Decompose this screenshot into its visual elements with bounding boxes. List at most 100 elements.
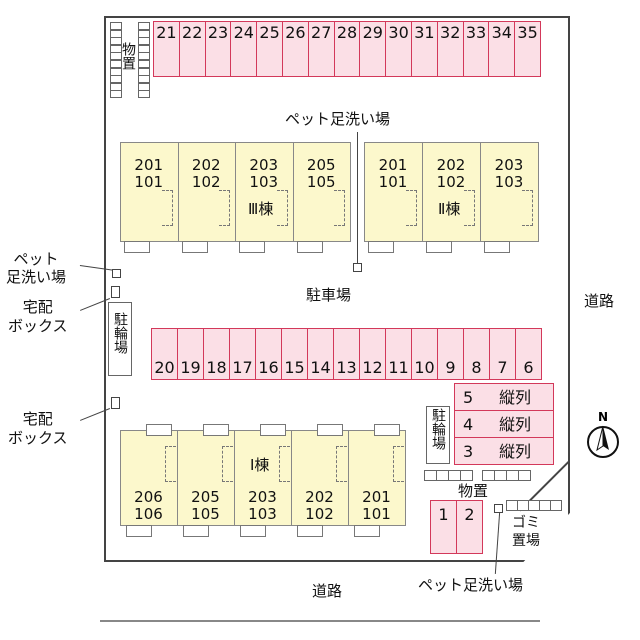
- parking-space-number: 30: [388, 23, 409, 42]
- unit-door: [334, 190, 345, 226]
- storage-cell: [138, 67, 150, 76]
- unit-door: [393, 446, 404, 482]
- parking-space: 1: [430, 500, 457, 554]
- unit-step: [354, 525, 380, 537]
- storage-cell: [138, 60, 150, 68]
- storage-cell: [110, 75, 122, 84]
- unit-step: [368, 241, 394, 253]
- parking-space: 23: [204, 21, 232, 77]
- parking-space-tandem: 5 縦列: [454, 383, 554, 411]
- bike-parking-right: [426, 406, 450, 464]
- unit-step: [317, 424, 343, 436]
- unit-number-upper: 203: [249, 156, 279, 174]
- building-3-name: Ⅲ棟: [248, 200, 274, 218]
- storage-cell: [110, 82, 122, 91]
- parking-area-label: 駐車場: [306, 286, 352, 304]
- parking-space-number: 13: [336, 358, 357, 377]
- storage-cell: [110, 67, 122, 76]
- unit-number-upper: 203: [248, 488, 277, 506]
- parking-space-number: 17: [232, 358, 253, 377]
- parking-space-number: 15: [284, 358, 305, 377]
- tandem-number: 4: [463, 415, 474, 434]
- bike-parking-right-label: 駐輪場: [430, 408, 446, 450]
- unit-number-lower: 101: [378, 173, 408, 191]
- north-label: N: [598, 410, 608, 424]
- parking-space: 29: [359, 21, 387, 77]
- parking-space-number: 34: [491, 23, 512, 42]
- parking-space: 17: [229, 328, 256, 380]
- unit-step: [374, 424, 400, 436]
- storage-cell: [110, 44, 122, 53]
- parking-space-number: 28: [336, 23, 358, 42]
- unit-number-lower: 105: [306, 173, 336, 191]
- parking-space: 31: [411, 21, 438, 77]
- storage-cell: [110, 22, 122, 30]
- storage-cell: [110, 37, 122, 46]
- parking-space: 10: [411, 328, 438, 380]
- parking-space: 21: [153, 21, 180, 77]
- parking-space-number: 26: [285, 23, 306, 42]
- pet-wash-top-label: ペット足洗い場: [285, 110, 391, 128]
- parking-space-number: 16: [258, 358, 279, 377]
- parking-space: 32: [436, 21, 464, 77]
- parking-space-number: 14: [310, 358, 331, 377]
- parking-space: 22: [178, 21, 206, 77]
- unit-door: [222, 446, 233, 482]
- parking-space: 28: [333, 21, 361, 77]
- delivery-box-1-label: 宅配 ボックス: [8, 298, 68, 335]
- unit-step: [203, 424, 229, 436]
- unit-number-lower: 101: [362, 505, 391, 523]
- parking-space-number: 27: [311, 23, 332, 42]
- parking-space: 2: [456, 500, 483, 554]
- pet-wash-left-label: ペット 足洗い場: [6, 250, 67, 286]
- delivery-box-2-marker: [111, 397, 120, 409]
- unit-step: [297, 525, 323, 537]
- parking-space-number: 29: [362, 23, 383, 42]
- parking-space: 33: [462, 21, 490, 77]
- parking-space-tandem: 4 縦列: [454, 410, 554, 438]
- parking-space-number: 22: [182, 23, 203, 42]
- unit-step: [126, 525, 152, 537]
- tandem-text: 縦列: [499, 442, 532, 461]
- unit-step: [484, 241, 510, 253]
- tandem-text: 縦列: [499, 415, 532, 434]
- unit-door: [161, 190, 173, 226]
- parking-space: 24: [230, 21, 258, 77]
- unit-number-upper: 205: [306, 156, 336, 174]
- parking-space: 35: [514, 21, 541, 77]
- parking-space-number: 21: [156, 23, 177, 42]
- tandem-number: 5: [463, 388, 474, 407]
- parking-space: 11: [385, 328, 412, 380]
- unit-number-lower: 102: [305, 505, 334, 523]
- parking-space: 26: [282, 21, 309, 77]
- unit-number-upper: 202: [305, 488, 334, 506]
- garbage-area-label: ゴミ 置場: [512, 515, 540, 549]
- unit-door: [522, 190, 533, 226]
- unit-step: [124, 241, 150, 253]
- unit-number-upper: 206: [134, 488, 163, 506]
- parking-space: 12: [359, 328, 386, 380]
- storage-cell: [138, 82, 150, 91]
- north-compass-icon: N: [587, 410, 619, 458]
- road-right-label: 道路: [584, 292, 615, 310]
- pet-wash-bottom-label: ペット足洗い場: [418, 576, 524, 594]
- parking-space: 15: [281, 328, 308, 380]
- parking-space: 14: [307, 328, 334, 380]
- unit-number-lower: 103: [494, 173, 524, 191]
- storage-cell: [110, 29, 122, 38]
- parking-space-number: 7: [497, 358, 508, 377]
- storage-cell: [138, 29, 150, 38]
- parking-space-number: 8: [471, 358, 482, 377]
- storage-middle-label: 物置: [458, 482, 489, 500]
- unit-door: [406, 190, 417, 226]
- parking-space-number: 2: [464, 505, 475, 524]
- tandem-text: 縦列: [499, 388, 532, 407]
